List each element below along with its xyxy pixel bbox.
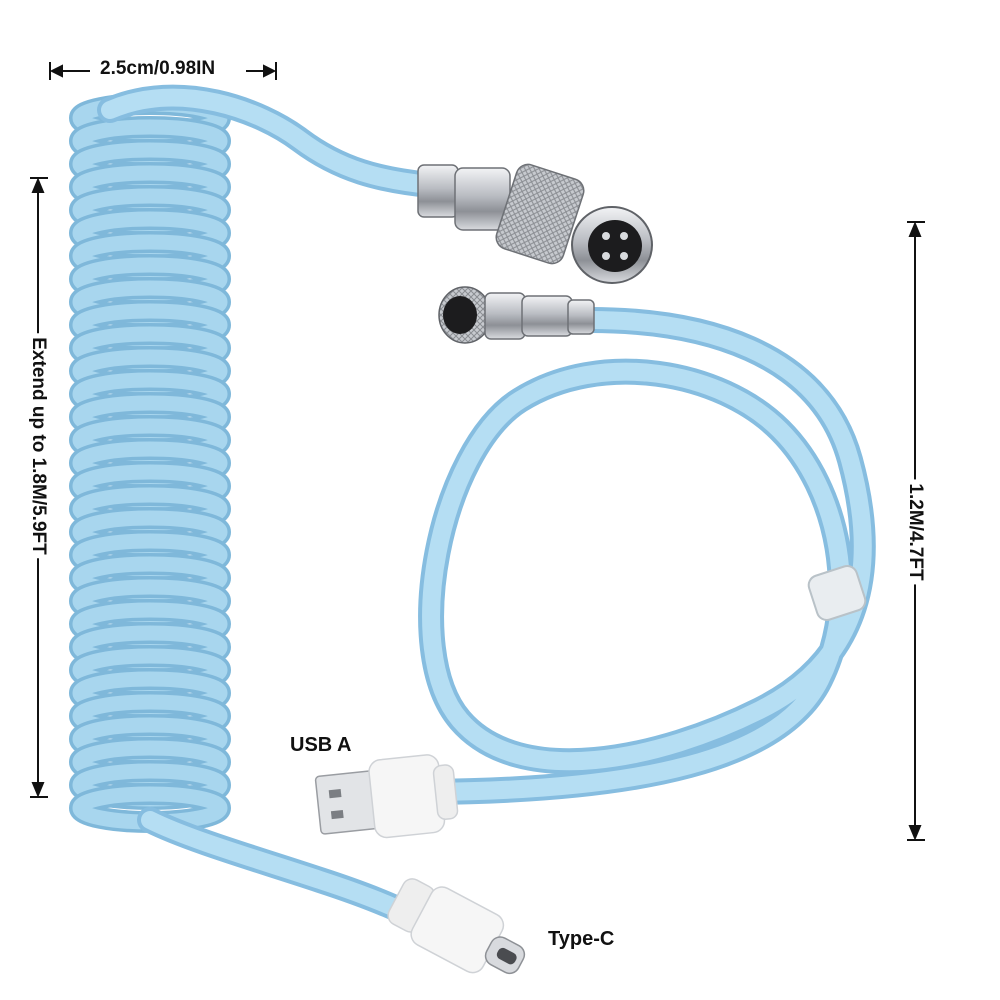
coil-tail-cable — [137, 807, 423, 928]
velcro-strap — [807, 565, 867, 621]
coiled-cable — [69, 93, 231, 833]
pin-icon — [602, 232, 610, 240]
width-dimension-arrow — [49, 62, 277, 80]
type-c-connector — [387, 878, 526, 975]
aviator-connector-small — [438, 286, 595, 344]
usb-a-connector — [314, 754, 459, 839]
coil-width-label: 2.5cm/0.98IN — [100, 58, 216, 79]
pin-icon — [620, 252, 628, 260]
cable-length-label: 1.2M/4.7FT — [904, 479, 926, 585]
coil-extend-label: Extend up to 1.8M/5.9FT — [27, 333, 49, 559]
pin-icon — [602, 252, 610, 260]
pin-icon — [620, 232, 628, 240]
coil-return-cable — [97, 84, 443, 198]
type-c-label: Type-C — [548, 928, 615, 950]
straight-cable — [417, 307, 876, 805]
usb-a-label: USB A — [290, 734, 352, 756]
aviator-connector-large — [417, 163, 653, 284]
